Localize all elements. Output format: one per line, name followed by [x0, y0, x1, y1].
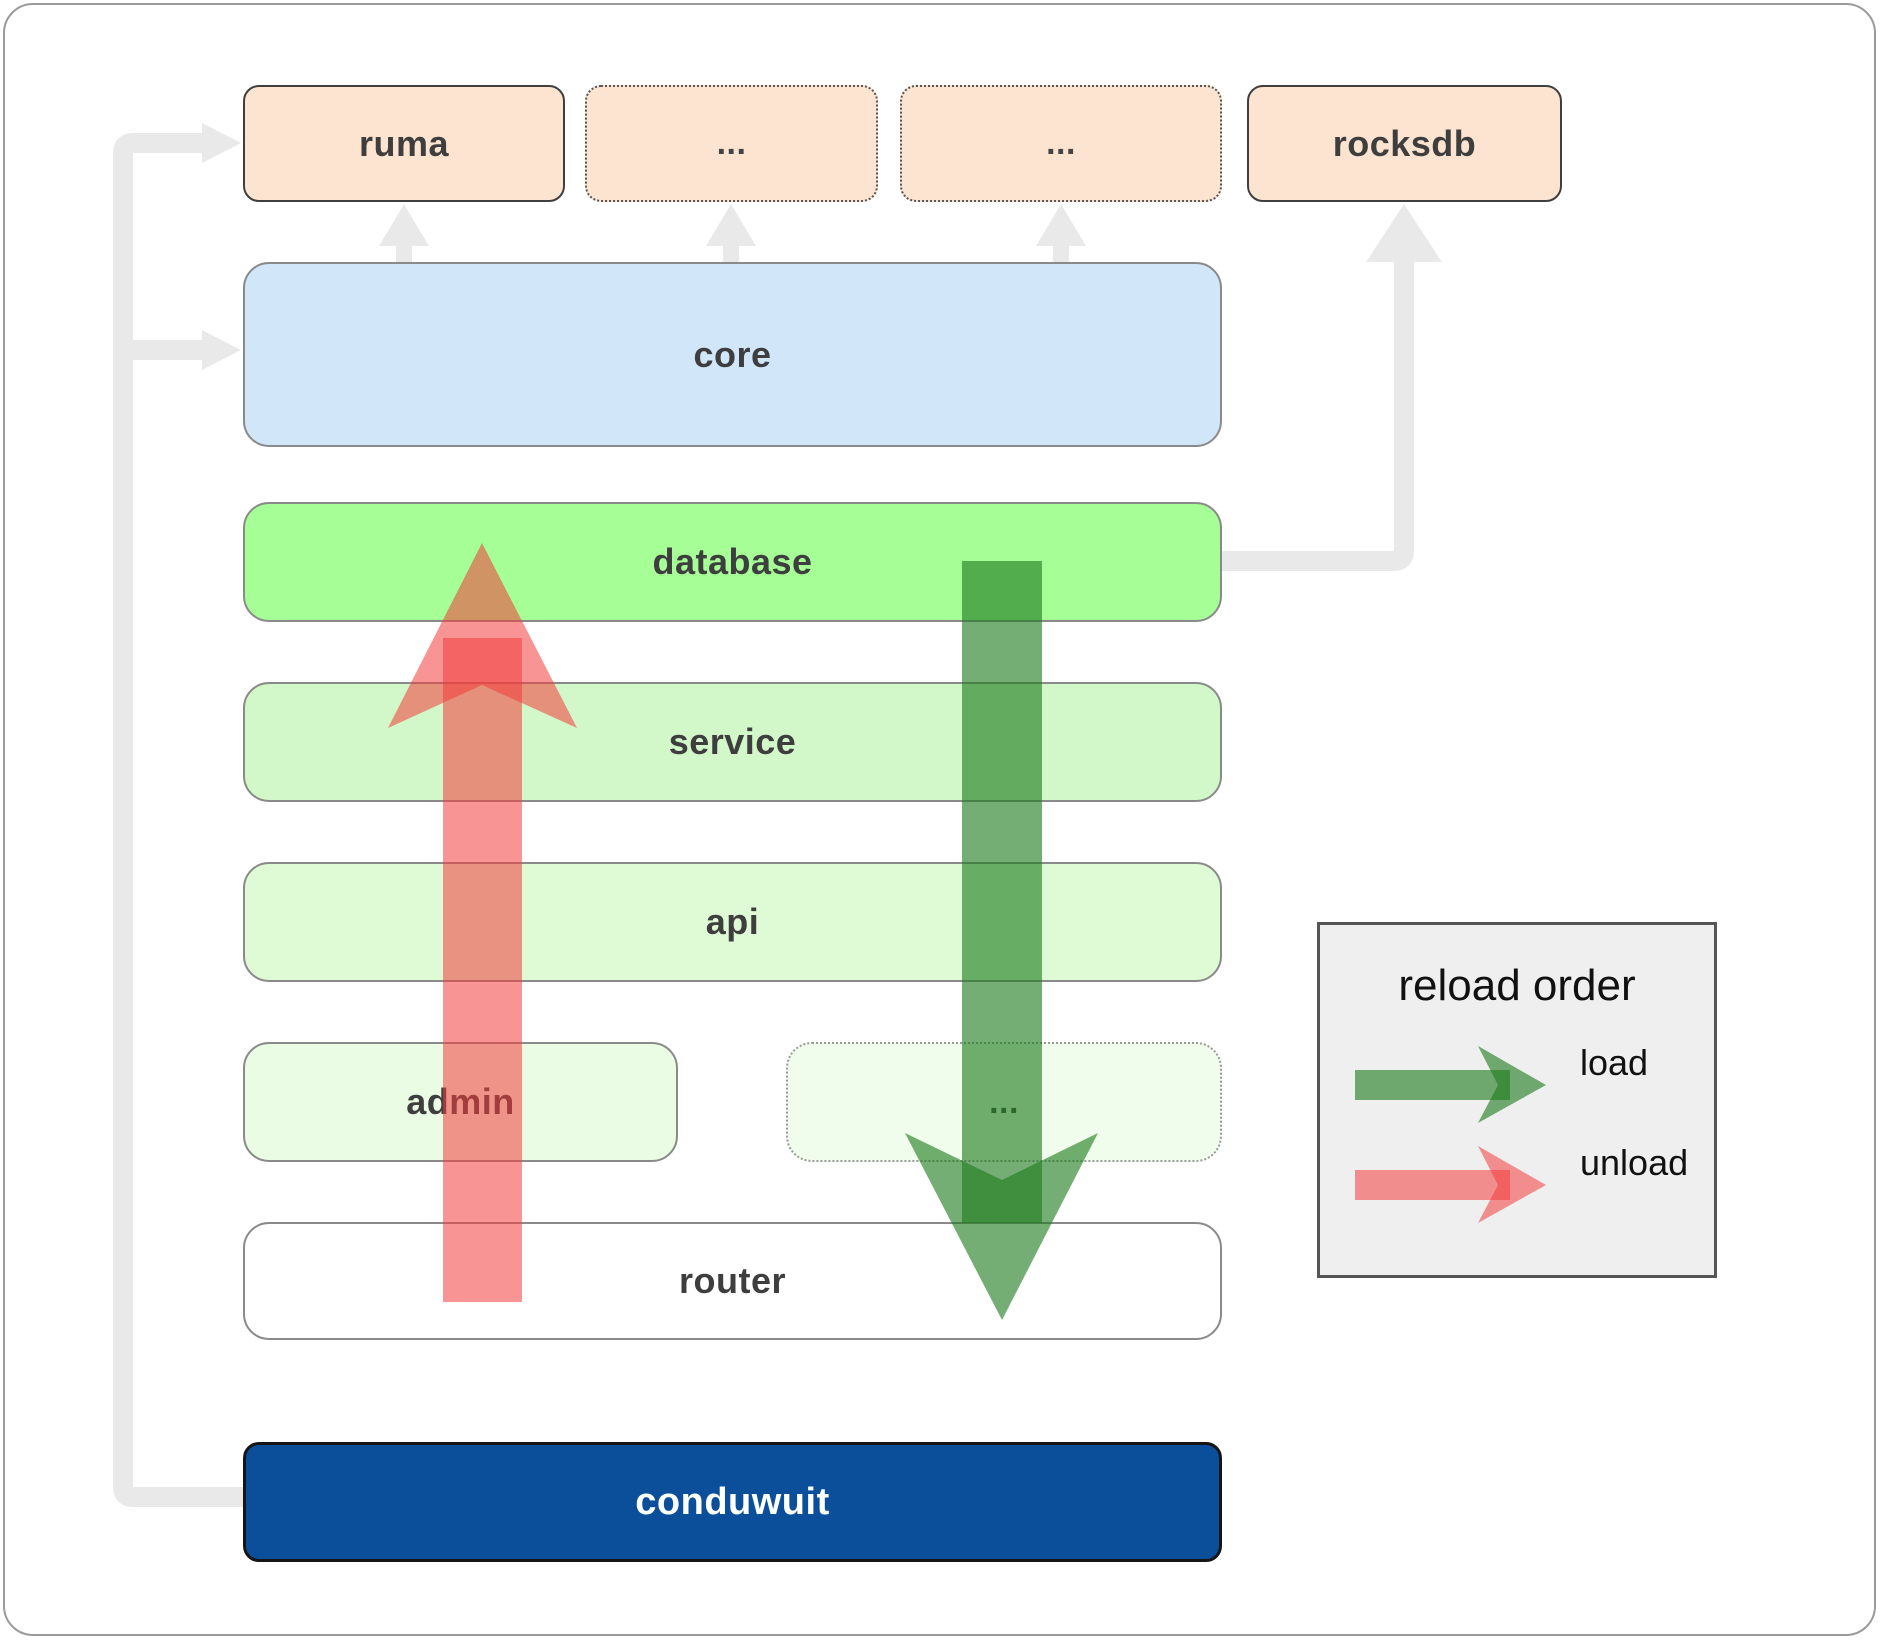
box-api-label: api: [705, 901, 760, 942]
box-ruma: ruma: [243, 85, 565, 202]
legend-title: reload order: [1398, 961, 1636, 1010]
box-ruma-label: ruma: [358, 122, 450, 164]
box-service-label: service: [668, 721, 797, 762]
box-api: api: [243, 862, 1222, 982]
box-service: service: [243, 682, 1222, 802]
box-ellipsis-1: ...: [585, 85, 878, 202]
legend-unload-arrow: [1355, 1146, 1546, 1223]
diagram-outer-frame: [3, 3, 1876, 1636]
legend-load-arrow-body: [1355, 1070, 1510, 1100]
legend-load-label: load: [1580, 1042, 1649, 1083]
box-admin-label: admin: [406, 1081, 515, 1122]
box-admin: admin: [243, 1042, 678, 1162]
box-router: router: [243, 1222, 1222, 1340]
box-rocksdb: rocksdb: [1247, 85, 1562, 202]
legend-load-arrow: [1355, 1046, 1546, 1123]
box-ellipsis-3-label: ...: [989, 1082, 1019, 1121]
box-database-label: database: [652, 541, 813, 582]
legend-unload-arrow-body: [1355, 1170, 1510, 1200]
box-ellipsis-1-label: ...: [716, 124, 747, 162]
box-ellipsis-3: ...: [786, 1042, 1222, 1162]
box-core: core: [243, 262, 1222, 447]
box-router-label: router: [678, 1260, 786, 1301]
legend-unload-arrowhead-icon: [1478, 1146, 1546, 1223]
legend-load-arrowhead-icon: [1478, 1046, 1546, 1123]
box-conduwuit-label: conduwuit: [635, 1480, 830, 1523]
box-conduwuit: conduwuit: [243, 1442, 1222, 1562]
box-ellipsis-2-label: ...: [1046, 124, 1076, 162]
box-rocksdb-label: rocksdb: [1332, 122, 1477, 164]
box-core-label: core: [693, 333, 772, 375]
box-database: database: [243, 502, 1222, 622]
legend-unload-label: unload: [1580, 1142, 1689, 1183]
legend-reload-order: reload order load unload: [1317, 922, 1717, 1278]
box-ellipsis-2: ...: [900, 85, 1222, 202]
